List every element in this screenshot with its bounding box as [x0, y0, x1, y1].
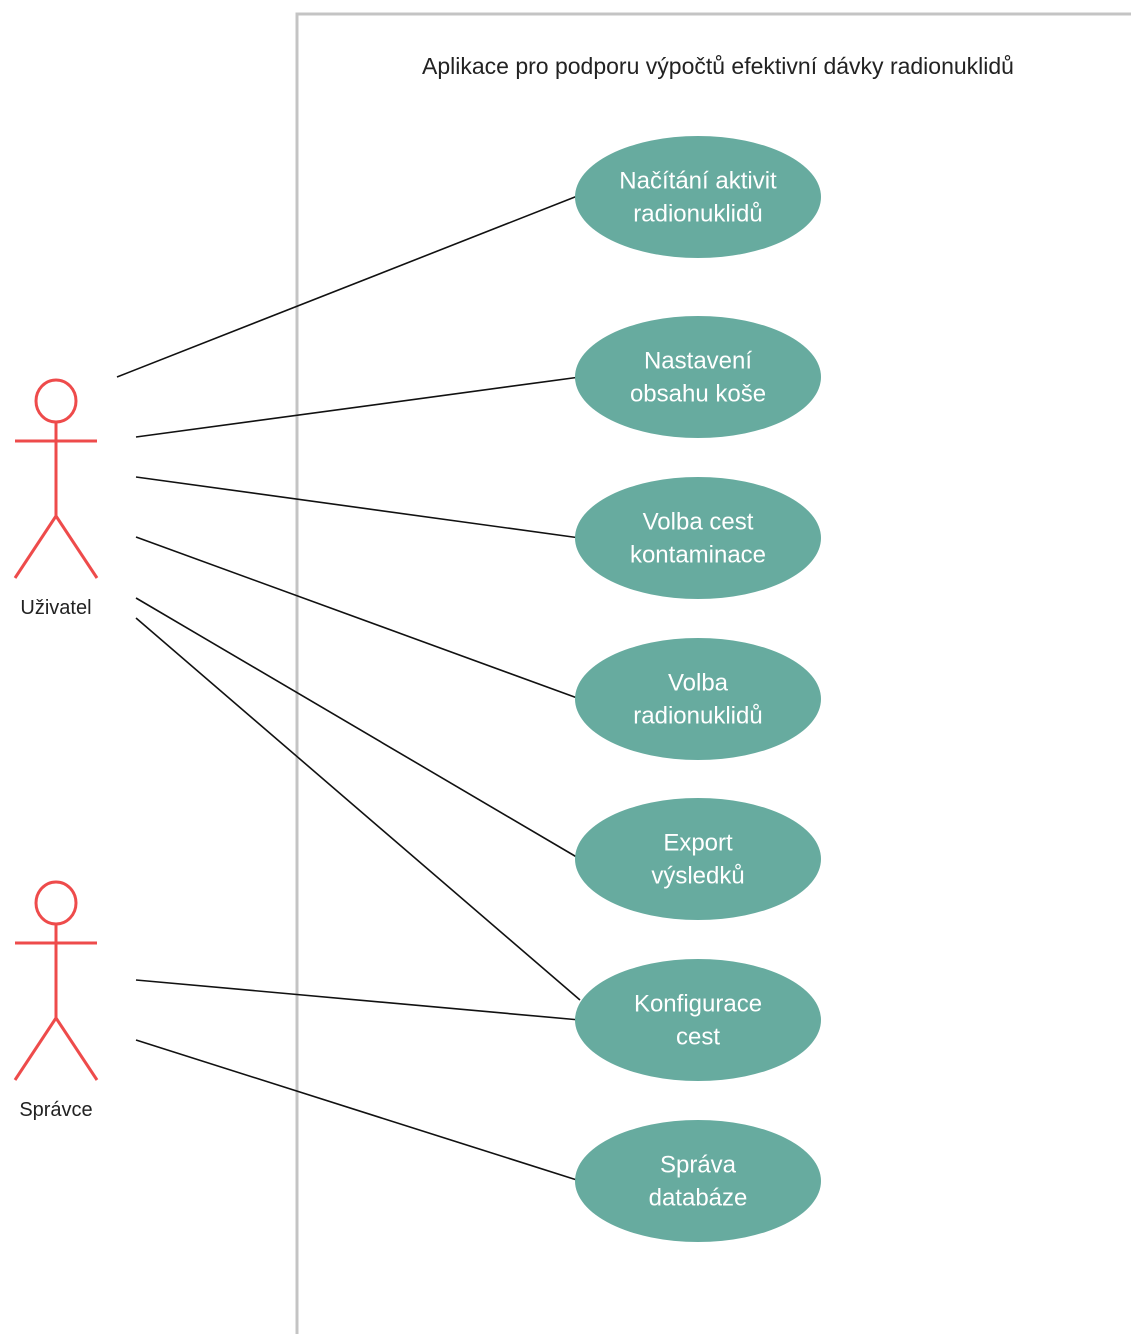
association-spravce-konfigurace	[135, 979, 581, 1021]
use-case-label-line: databáze	[649, 1185, 748, 1212]
actor-label: Správce	[19, 1099, 92, 1121]
actor-head	[34, 880, 78, 926]
actor-head	[34, 378, 78, 424]
association-uzivatel-volba-cest	[135, 476, 581, 539]
use-case-ellipse	[575, 1120, 821, 1242]
use-case-volba-radionuklidu: Volba radionuklidů	[575, 638, 821, 760]
association-uzivatel-export	[135, 597, 581, 860]
use-case-label-line: Načítání aktivit	[619, 168, 777, 195]
use-case-label-line: Nastavení	[644, 348, 752, 375]
system-boundary	[295, 12, 1131, 1334]
association-uzivatel-konfigurace	[135, 617, 581, 1001]
association-uzivatel-nacitani	[116, 194, 581, 378]
actor-right-leg	[54, 1017, 99, 1081]
use-case-label-line: Volba cest	[643, 509, 754, 536]
use-case-label-line: radionuklidů	[633, 201, 762, 228]
use-case-label-line: obsahu koše	[630, 381, 766, 408]
use-case-ellipse	[575, 959, 821, 1081]
use-case-label-line: kontaminace	[630, 542, 766, 569]
actor-uzivatel: Uživatel	[13, 378, 99, 619]
use-case-ellipse	[575, 638, 821, 760]
association-spravce-sprava	[135, 1039, 581, 1182]
use-case-ellipse	[575, 136, 821, 258]
use-case-ellipse	[575, 477, 821, 599]
system-title: Aplikace pro podporu výpočtů efektivní d…	[422, 53, 1014, 79]
actor-left-leg	[13, 1017, 58, 1081]
actor-left-leg	[13, 515, 58, 579]
use-case-volba-cest: Volba cest kontaminace	[575, 477, 821, 599]
use-case-label-line: cest	[676, 1024, 720, 1051]
use-case-label-line: Export	[663, 830, 733, 857]
use-case-sprava: Správa databáze	[575, 1120, 821, 1242]
use-case-label-line: Volba	[668, 670, 729, 697]
actor-label: Uživatel	[20, 597, 91, 619]
use-case-ellipse	[575, 798, 821, 920]
use-case-label-line: Konfigurace	[634, 991, 762, 1018]
association-uzivatel-volba-radionuklidu	[135, 536, 581, 700]
use-case-konfigurace: Konfigurace cest	[575, 959, 821, 1081]
actor-right-leg	[54, 515, 99, 579]
use-case-label-line: radionuklidů	[633, 703, 762, 730]
association-uzivatel-nastaveni	[135, 376, 581, 438]
use-case-nacitani: Načítání aktivit radionuklidů	[575, 136, 821, 258]
use-case-label-line: výsledků	[651, 863, 744, 890]
use-case-nastaveni: Nastavení obsahu koše	[575, 316, 821, 438]
use-case-ellipse	[575, 316, 821, 438]
use-case-label-line: Správa	[660, 1152, 737, 1179]
actor-spravce: Správce	[13, 880, 99, 1121]
associations	[116, 194, 581, 1182]
use-cases: Načítání aktivitradionuklidůNastaveníobs…	[575, 136, 821, 1242]
use-case-export: Export výsledků	[575, 798, 821, 920]
